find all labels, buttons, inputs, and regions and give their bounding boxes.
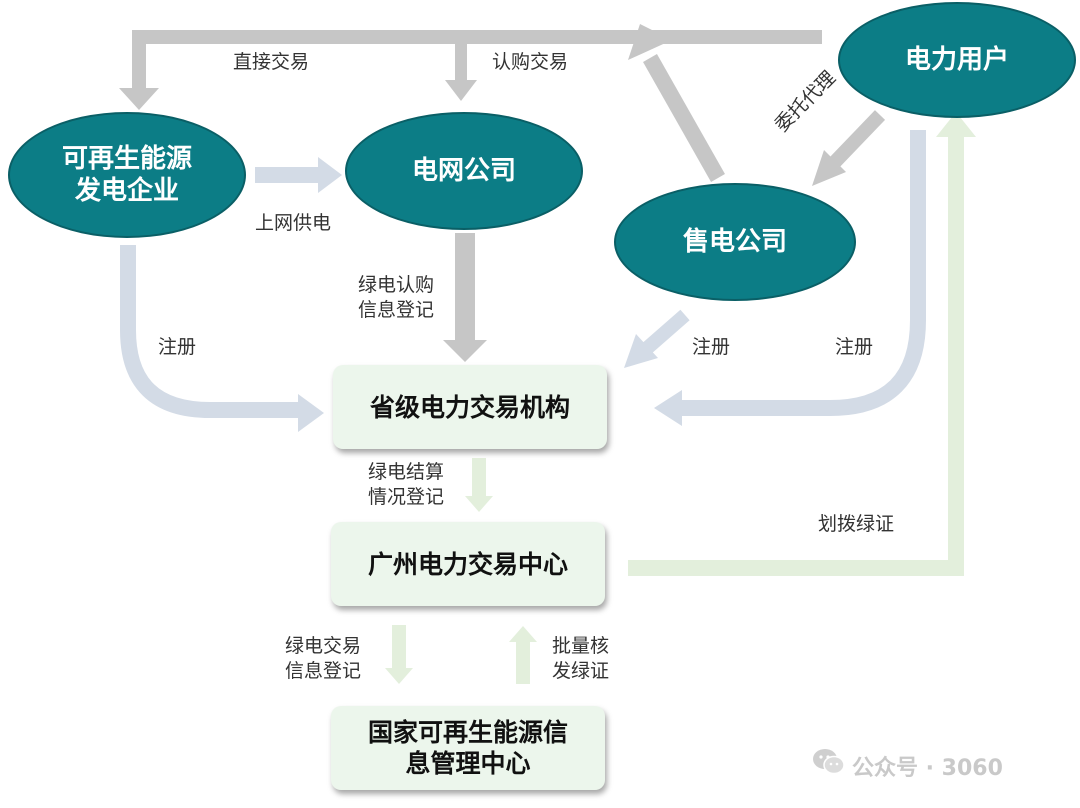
supply-arrow <box>255 167 320 183</box>
power-user-node: 电力用户 <box>838 2 1076 118</box>
renewable-register-arrow <box>120 245 300 418</box>
user-register-arrow <box>680 130 926 416</box>
green-trade-info-label: 绿电交易 信息登记 <box>285 635 362 682</box>
watermark-text: 公众号 · 3060 <box>852 756 1003 781</box>
trade-info-arrow <box>392 625 406 670</box>
grid-supply-label: 上网供电 <box>255 212 332 234</box>
batch-cert-arrow <box>516 640 530 684</box>
direct-trade-label: 直接交易 <box>233 51 310 73</box>
allocate-cert-arrow <box>628 135 964 576</box>
seller-register-arrow <box>640 309 690 356</box>
seller-company-node: 售电公司 <box>614 183 856 301</box>
batch-issue-cert-label: 批量核 发绿证 <box>552 635 610 682</box>
renewable-generator-node: 可再生能源 发电企业 <box>8 112 246 238</box>
seller-up-arrow <box>643 54 725 182</box>
register-renewable-label: 注册 <box>158 336 197 358</box>
top-trade-arrows <box>119 30 822 110</box>
register-user-label: 注册 <box>835 336 874 358</box>
register-seller-label: 注册 <box>692 336 731 358</box>
entrust-arrow <box>826 110 886 170</box>
national-info-center-node: 国家可再生能源信 息管理中心 <box>331 706 605 790</box>
green-subscribe-info-label: 绿电认购 信息登记 <box>358 274 435 321</box>
green-settlement-info-label: 绿电结算 情况登记 <box>368 461 445 508</box>
allocate-cert-label: 划拨绿证 <box>818 513 895 535</box>
grid-company-node: 电网公司 <box>345 112 583 230</box>
guangzhou-exchange-node: 广州电力交易中心 <box>331 522 605 606</box>
settlement-arrow <box>472 458 486 498</box>
provincial-exchange-node: 省级电力交易机构 <box>333 365 607 449</box>
subscribe-trade-label: 认购交易 <box>492 51 569 73</box>
wechat-icon <box>813 749 845 775</box>
grid-down-arrow <box>455 233 475 343</box>
